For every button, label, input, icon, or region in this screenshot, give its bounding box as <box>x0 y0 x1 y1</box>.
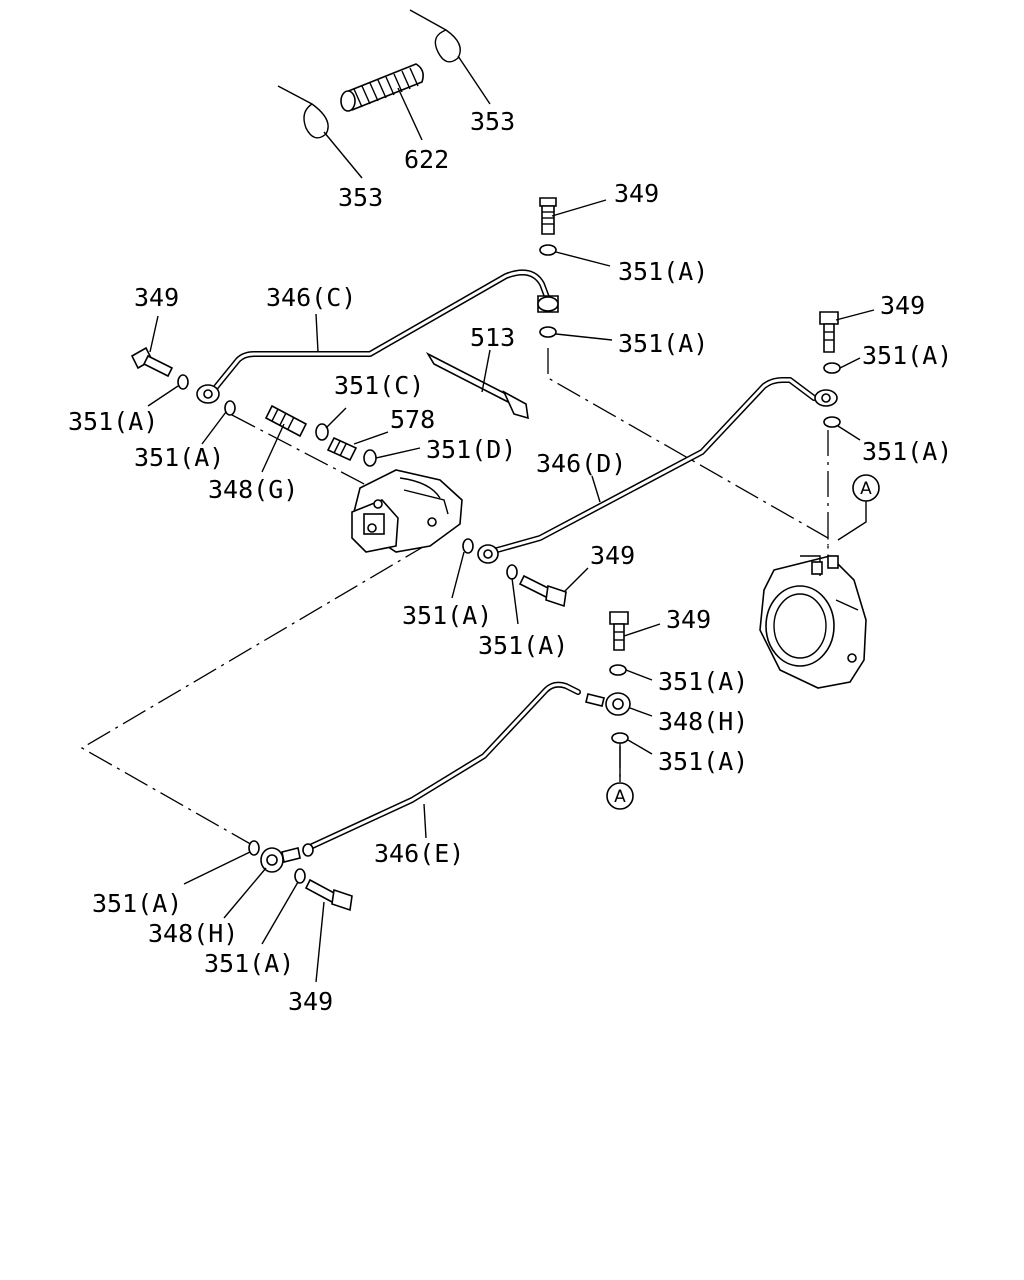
fitting-348g <box>264 404 308 438</box>
ref-a-top: A <box>860 479 872 499</box>
label-351a-top1: 351(A) <box>618 257 708 286</box>
pipe-346e <box>302 681 581 857</box>
label-351a-top2: 351(A) <box>618 329 708 358</box>
label-351a-rb1: 351(A) <box>658 667 748 696</box>
bolt-349-top <box>539 197 557 235</box>
label-351a-bottom2: 351(A) <box>204 949 294 978</box>
ref-a-top-mark: A <box>837 474 880 541</box>
washers <box>177 244 841 884</box>
label-349-right: 349 <box>880 291 925 320</box>
label-353-left: 353 <box>338 183 383 212</box>
label-351a-mid2: 351(A) <box>478 631 568 660</box>
label-351a-mid1: 351(A) <box>402 601 492 630</box>
label-349-mid: 349 <box>590 541 635 570</box>
bolt-349-right-top <box>819 311 839 353</box>
label-348g: 348(G) <box>208 475 298 504</box>
label-349-right-bottom: 349 <box>666 605 711 634</box>
fitting-348h-right <box>585 692 631 716</box>
label-346c: 346(C) <box>266 283 356 312</box>
cable-tie-513 <box>425 352 529 420</box>
fitting-578 <box>326 436 358 462</box>
hose-622 <box>340 63 424 112</box>
label-351a-rb2: 351(A) <box>658 747 748 776</box>
label-351d: 351(D) <box>426 435 516 464</box>
ref-a-bottom: A <box>614 787 626 807</box>
label-513: 513 <box>470 323 515 352</box>
label-348h-left: 348(H) <box>148 919 238 948</box>
label-351a-left2: 351(A) <box>134 443 224 472</box>
label-349-bottom: 349 <box>288 987 333 1016</box>
label-353-top: 353 <box>470 107 515 136</box>
pipe-346c <box>196 269 559 404</box>
label-349-top: 349 <box>614 179 659 208</box>
label-351a-right2: 351(A) <box>862 437 952 466</box>
hydraulic-motor <box>759 555 867 689</box>
labels: 353 622 353 349 351(A) 351(A) 349 346(C)… <box>68 107 952 1016</box>
bolt-349-bottom <box>304 878 353 912</box>
bolt-349-left <box>130 346 174 378</box>
pump-block <box>351 469 463 553</box>
label-346d: 346(D) <box>536 449 626 478</box>
leader-lines <box>147 55 875 983</box>
label-351a-bottom1: 351(A) <box>92 889 182 918</box>
label-351a-left1: 351(A) <box>68 407 158 436</box>
label-351c: 351(C) <box>334 371 424 400</box>
bolt-349-right-bottom <box>609 611 629 651</box>
bolt-349-middle <box>518 574 567 608</box>
label-622: 622 <box>404 145 449 174</box>
clamp-353-top <box>409 9 461 63</box>
label-346e: 346(E) <box>374 839 464 868</box>
clamp-353-left <box>277 85 329 139</box>
pipe-346d <box>477 377 838 564</box>
label-351a-right1: 351(A) <box>862 341 952 370</box>
label-349-left: 349 <box>134 283 179 312</box>
label-578: 578 <box>390 405 435 434</box>
ref-a-bottom-mark: A <box>606 782 634 810</box>
label-348h-right: 348(H) <box>658 707 748 736</box>
fitting-348h-left <box>260 847 301 873</box>
